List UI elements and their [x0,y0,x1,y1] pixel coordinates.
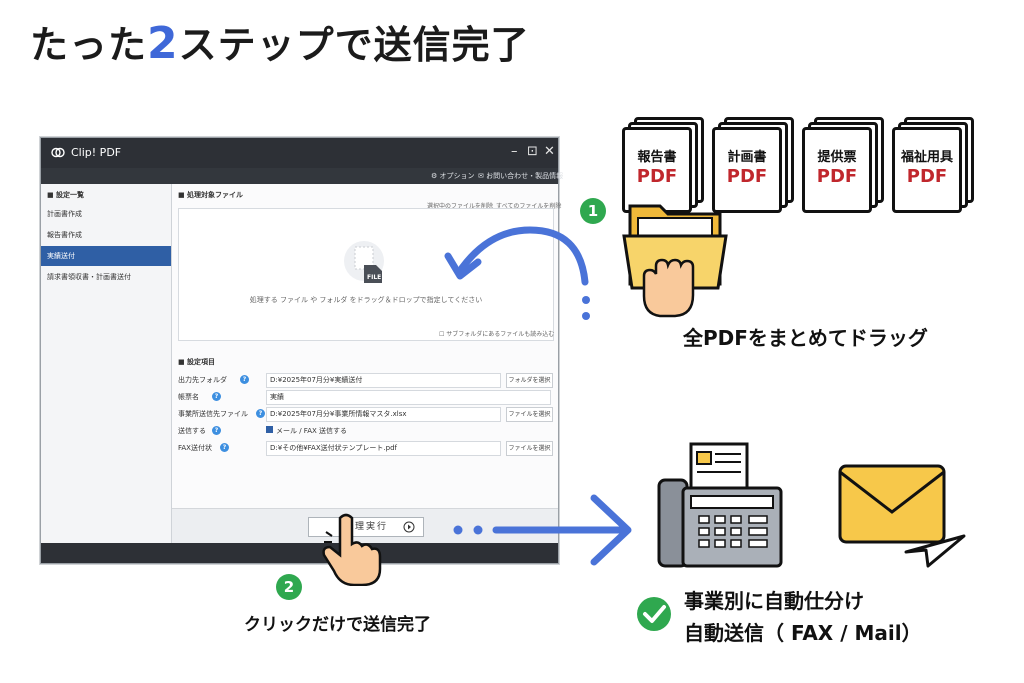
setting-label: 帳票名 [178,393,199,401]
app-window: Clip! PDF – ⊡ ✕ ⚙ オプション ✉ お問い合わせ・製品情報 ■ … [40,137,563,564]
status-bar [41,543,558,563]
sidebar-item-label: 計画書作成 [47,210,82,218]
setting-row-office-file: 事業所送信先ファイル ? D:¥2025年07月分¥事業所情報マスタ.xlsx … [178,406,553,422]
top-toolbar: ⚙ オプション ✉ お問い合わせ・製品情報 [41,168,563,184]
step1-caption: 全PDFをまとめてドラッグ [683,326,928,350]
subfolder-checkbox[interactable]: ☐ サブフォルダにあるファイルも読み込む [439,331,555,338]
setting-row-send: 送信する ? メール / FAX 送信する [178,423,552,439]
sidebar-item-results[interactable]: 実績送付 [41,246,171,266]
step1-badge: 1 [580,198,606,224]
action-bar: 処理実行 [172,508,558,544]
select-folder-button[interactable]: フォルダを選択 [506,373,553,388]
office-file-field[interactable]: D:¥2025年07月分¥事業所情報マスタ.xlsx [266,407,501,422]
sidebar-item-label: 実績送付 [47,252,75,260]
select-file-button[interactable]: ファイルを選択 [506,441,553,456]
app-title: Clip! PDF [71,146,122,159]
step2-caption: クリックだけで送信完了 [244,615,431,635]
pdf-tag: PDF [816,166,858,187]
check-circle-icon [637,597,671,631]
file-drop-icon: FILE [344,241,384,283]
doc-label: 福祉用具 [900,150,953,165]
welfare-pdf-stack: 福祉用具 PDF [892,117,974,213]
headline-prefix: たった [30,23,148,67]
headline-suffix: ステップで送信完了 [178,23,530,67]
play-icon [403,521,415,533]
sidebar-item-plan[interactable]: 計画書作成 [41,204,171,224]
sidebar-item-invoice[interactable]: 請求書領収書・計画書送付 [41,267,171,287]
pdf-tag: PDF [906,166,948,187]
sidebar-item-label: 請求書領収書・計画書送付 [47,273,131,281]
setting-row-form-name: 帳票名 ? 実績 [178,389,552,405]
minimize-button[interactable]: – [511,144,518,159]
help-icon[interactable]: ? [256,409,265,418]
step2-badge: 2 [276,574,302,600]
run-button[interactable]: 処理実行 [308,517,424,537]
send-checkbox[interactable]: メール / FAX 送信する [266,426,347,436]
help-icon[interactable]: ? [220,443,229,452]
help-icon[interactable]: ? [240,375,249,384]
setting-label: 事業所送信先ファイル [178,410,248,418]
drop-hint-text: 処理する ファイル や フォルダ をドラッグ＆ドロップで指定してください [249,296,483,304]
delete-selected-button[interactable]: 選択中のファイルを削除 [427,203,494,210]
run-button-label: 処理実行 [343,522,388,532]
mail-envelope-icon [838,464,966,568]
output-folder-field[interactable]: D:¥2025年07月分¥実績送付 [266,373,501,388]
doc-label: 提供票 [817,150,857,165]
send-arrow-icon [453,494,632,566]
checkbox-checked-icon [266,426,273,433]
pdf-tag: PDF [636,166,678,187]
title-bar: Clip! PDF – ⊡ ✕ [41,138,558,168]
fax-machine-icon [657,442,783,568]
files-section-title: ■ 処理対象ファイル [178,191,244,199]
doc-label: 報告書 [637,150,677,165]
folder-drag-icon [622,204,728,318]
setting-label: 送信する [178,427,206,435]
help-icon[interactable]: ? [212,426,221,435]
setting-label: FAX送付状 [178,444,212,452]
help-icon[interactable]: ? [212,392,221,401]
click-hand-icon [318,512,382,586]
result-line-1: 事業別に自動仕分け [684,589,864,613]
options-link[interactable]: ⚙ オプション [431,172,475,180]
setting-label: 出力先フォルダ [178,376,227,384]
pdf-tag: PDF [726,166,768,187]
headline: たった2ステップで送信完了 [30,14,530,69]
sidebar-item-report[interactable]: 報告書作成 [41,225,171,245]
app-logo-icon [51,147,65,158]
form-name-field[interactable]: 実績 [266,390,551,405]
send-checkbox-label: メール / FAX 送信する [276,427,348,435]
maximize-button[interactable]: ⊡ [527,144,538,159]
setting-row-fax-cover: FAX送付状 ? D:¥その他¥FAX送付状テンプレート.pdf ファイルを選択 [178,440,553,456]
plan-pdf-stack: 計画書 PDF [712,117,794,213]
main-panel: ■ 処理対象ファイル 選択中のファイルを削除 すべてのファイルを削除 FILE … [172,184,562,543]
report-pdf-stack: 報告書 PDF [622,117,704,213]
select-file-button[interactable]: ファイルを選択 [506,407,553,422]
fax-cover-field[interactable]: D:¥その他¥FAX送付状テンプレート.pdf [266,441,501,456]
doc-label: 計画書 [727,150,767,165]
drag-arrow-icon [444,226,590,320]
sidebar-item-label: 報告書作成 [47,231,82,239]
sidebar: ■ 設定一覧 計画書作成 報告書作成 実績送付 請求書領収書・計画書送付 [41,184,172,543]
result-line-2: 自動送信（ FAX / Mail） [684,621,922,645]
subfolder-checkbox-label: サブフォルダにあるファイルも読み込む [446,331,555,338]
headline-step-count: 2 [147,18,179,69]
service-pdf-stack: 提供票 PDF [802,117,884,213]
setting-row-output-folder: 出力先フォルダ ? D:¥2025年07月分¥実績送付 フォルダを選択 [178,372,553,388]
delete-all-button[interactable]: すべてのファイルを削除 [496,203,562,210]
settings-section-title: ■ 設定項目 [178,358,216,366]
contact-link[interactable]: ✉ お問い合わせ・製品情報 [478,172,564,180]
file-drop-zone[interactable]: FILE 処理する ファイル や フォルダ をドラッグ＆ドロップで指定してくださ… [178,208,554,341]
close-button[interactable]: ✕ [544,144,555,159]
sidebar-heading: ■ 設定一覧 [47,191,85,199]
file-icon-label: FILE [367,274,381,281]
